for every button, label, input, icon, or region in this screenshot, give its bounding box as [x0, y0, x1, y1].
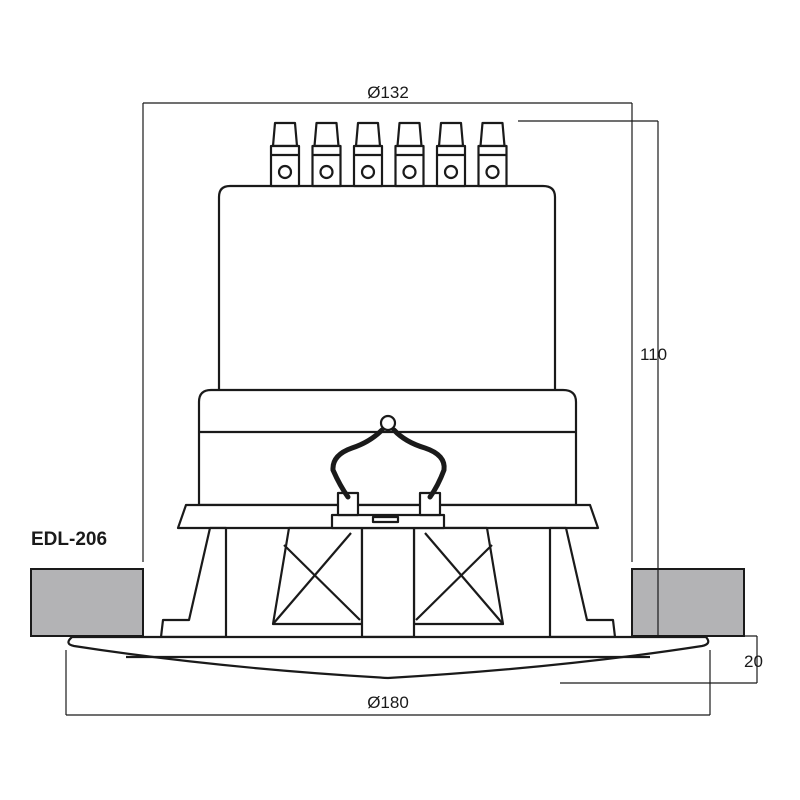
- terminal-5: [435, 121, 467, 188]
- terminal-2: [311, 121, 342, 188]
- speaker-body: [67, 184, 710, 680]
- frame-left: [159, 526, 228, 639]
- grille-height-dimension: 20: [560, 635, 763, 684]
- frame-right: [548, 526, 617, 639]
- magnet-housing: [197, 388, 578, 507]
- height-label: 110: [640, 345, 667, 364]
- bottom-diameter-label: Ø180: [367, 693, 409, 712]
- terminal-4: [394, 121, 425, 188]
- center-post: [360, 526, 416, 639]
- grille-height-label: 20: [744, 652, 763, 671]
- terminal-1: [269, 121, 301, 188]
- wire-clip: [379, 414, 397, 432]
- ceiling-panel-right: [631, 568, 745, 637]
- terminal-strip: [269, 121, 508, 188]
- bottom-diameter-dimension: Ø180: [65, 650, 711, 716]
- transformer-housing: [217, 184, 557, 394]
- terminal-6: [477, 121, 508, 188]
- model-label: EDL-206: [31, 529, 107, 550]
- ceiling-panels: [30, 568, 745, 637]
- top-diameter-dimension: Ø132: [142, 83, 633, 562]
- top-diameter-label: Ø132: [367, 83, 409, 102]
- ceiling-panel-left: [30, 568, 144, 637]
- height-dimension: 110: [518, 120, 667, 637]
- terminal-3: [352, 121, 384, 188]
